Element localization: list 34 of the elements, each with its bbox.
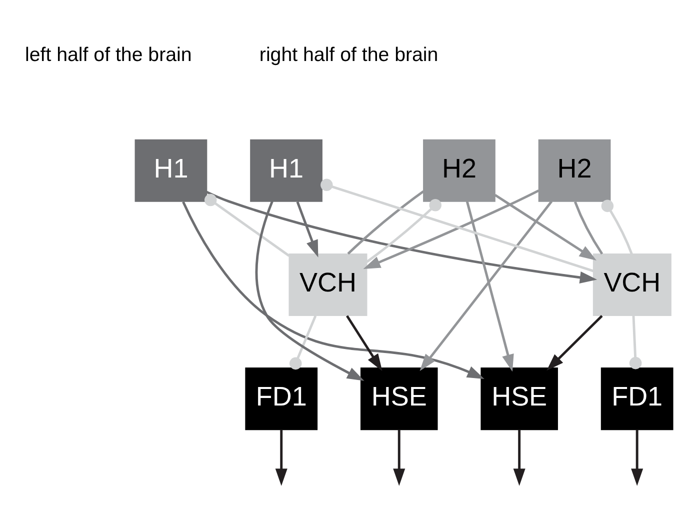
- connector: [366, 198, 442, 262]
- node-box: H1: [250, 138, 322, 202]
- arrow: [296, 200, 318, 257]
- node-box: FD1: [245, 367, 318, 430]
- node-box: VCH: [592, 252, 672, 316]
- arrow: [182, 200, 484, 379]
- arrow: [363, 189, 540, 268]
- connector: [601, 199, 633, 254]
- arrow: [631, 429, 644, 486]
- node-box: H2: [423, 138, 496, 202]
- connector: [347, 190, 424, 254]
- connector: [629, 315, 642, 369]
- arrow: [546, 314, 603, 370]
- arrow: [275, 429, 288, 486]
- connector: [289, 314, 317, 370]
- node-box: FD1: [600, 367, 674, 430]
- connector: [574, 200, 604, 254]
- arrow: [255, 200, 364, 380]
- connector: [204, 193, 290, 256]
- node-box: H1: [134, 138, 208, 202]
- node-box: HSE: [480, 367, 558, 430]
- node-box: HSE: [360, 367, 438, 430]
- arrow: [206, 190, 598, 283]
- connector: [320, 178, 594, 272]
- label: right half of the brain: [259, 44, 438, 66]
- node-box: VCH: [288, 252, 368, 316]
- node-box: H2: [538, 138, 611, 202]
- arrow: [393, 429, 406, 486]
- arrow: [346, 314, 382, 371]
- label: left half of the brain: [25, 44, 192, 66]
- arrow: [466, 200, 514, 372]
- arrow: [494, 193, 596, 260]
- arrow: [513, 429, 526, 486]
- arrow: [420, 200, 553, 370]
